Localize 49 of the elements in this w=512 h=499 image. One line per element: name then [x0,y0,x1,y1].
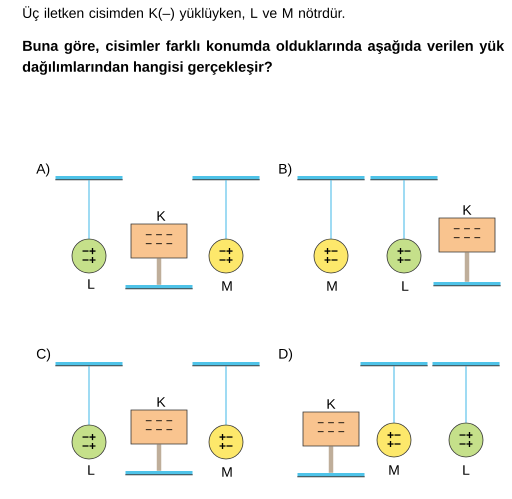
ceiling-bar [124,471,194,476]
thread [88,366,90,426]
ceiling-bar [54,362,124,366]
object-letter: M [327,281,337,291]
ceiling-bar [54,176,124,180]
ceiling-bar [370,176,438,180]
charged-sphere: +− +− [208,424,244,460]
charged-sphere: −+ −+ [208,238,244,274]
charged-block: − − − − − − [302,412,360,446]
object-letter: M [389,465,399,475]
option-label: A) [36,164,50,176]
support-post [328,446,334,473]
option-label: C) [36,348,50,362]
object-letter: L [402,281,408,291]
charged-sphere: −+ −+ [448,422,484,458]
charged-block: − − − − − − [130,410,188,444]
object-letter: L [88,465,94,475]
ceiling-bar [432,282,502,286]
ceiling-bar [432,362,500,366]
ceiling-bar [192,362,260,366]
charged-block: − − − − − − [438,218,496,252]
object-letter: K [158,211,166,221]
charged-sphere: −+ −+ [72,238,106,274]
ceiling-bar [296,473,366,478]
thread [88,180,90,240]
question-text: Buna göre, cisimler farklı konumda olduklarında aşağıda verilen yük dağılımlarından hangisi gerçekleşir? [22,40,504,75]
ceiling-bar [124,285,194,290]
charged-sphere: +− +− [376,422,412,458]
support-post [156,258,162,285]
support-post [156,444,162,471]
thread [330,180,332,240]
ceiling-bar [296,176,366,180]
support-post [464,252,470,282]
ceiling-bar [360,362,428,366]
object-letter: K [328,399,336,409]
charged-sphere: −+ −+ [72,424,106,460]
object-letter: M [222,281,232,291]
intro-text: Üç iletken cisimden K(–) yüklüyken, L ve M nötrdür. [23,6,344,21]
option-label: B) [279,164,292,176]
charged-block: − − − − − − [130,224,188,258]
object-letter: L [463,465,470,475]
option-label: D) [279,348,292,362]
charged-sphere: +− +− [386,238,422,274]
charged-sphere: +− +− [314,238,348,274]
ceiling-bar [192,176,260,180]
object-letter: K [158,397,166,407]
object-letter: M [222,467,232,477]
object-letter: L [88,279,94,289]
object-letter: K [464,205,472,215]
